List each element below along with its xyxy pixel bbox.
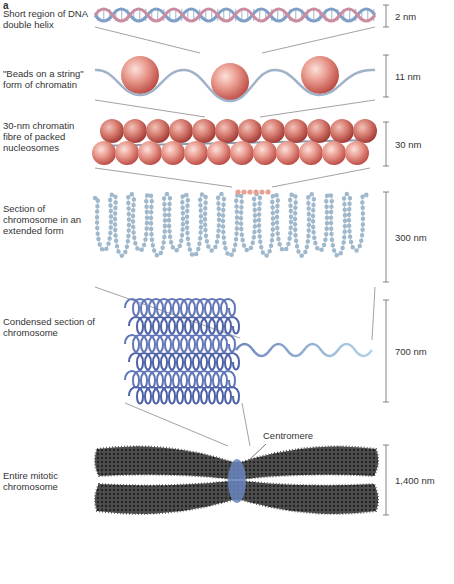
dimension-label: 1,400 nm bbox=[394, 475, 436, 486]
level-label: Condensed section of chromosome bbox=[3, 316, 95, 338]
mitotic-chromosome bbox=[95, 444, 378, 514]
dimension-label: 300 nm bbox=[394, 232, 428, 243]
leader-line bbox=[247, 444, 266, 462]
level-label: Entire mitotic chromosome bbox=[3, 470, 95, 492]
extended-loops bbox=[95, 189, 368, 255]
chromatin-fibre bbox=[92, 119, 377, 165]
level-label: Short region of DNA double helix bbox=[3, 8, 95, 30]
level-label: 30-nm chromatin fibre of packed nucleoso… bbox=[3, 120, 95, 153]
nucleosome-string bbox=[95, 56, 375, 101]
condensed-section bbox=[125, 299, 372, 404]
dimension-label: 2 nm bbox=[394, 11, 417, 22]
level-label: Section of chromosome in an extended for… bbox=[3, 203, 95, 236]
dimension-brackets bbox=[383, 5, 389, 515]
level-label: "Beads on a string" form of chromatin bbox=[3, 68, 95, 90]
dimension-label: 700 nm bbox=[394, 346, 428, 357]
structure-label: Centromere bbox=[262, 430, 314, 441]
zoom-lines bbox=[95, 27, 375, 446]
dimension-label: 11 nm bbox=[394, 71, 422, 82]
dimension-label: 30 nm bbox=[394, 139, 422, 150]
dna-helix bbox=[95, 9, 375, 21]
